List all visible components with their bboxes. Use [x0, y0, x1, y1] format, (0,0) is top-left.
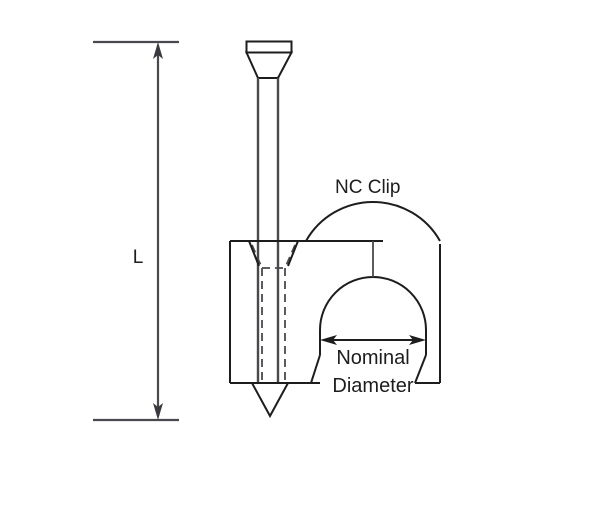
clip-inner-arc [319, 276, 427, 331]
nail [244, 40, 294, 419]
overall-length-dimension: L [93, 40, 179, 422]
clip-left-chamfer [310, 354, 321, 384]
clip-outer-arc [305, 201, 441, 242]
nail-head-cap [245, 40, 293, 54]
nail-head-taper [244, 51, 294, 79]
nc-clip-callout-label: NC Clip [335, 177, 400, 198]
nominal-diameter-label-line2: Diameter [332, 375, 413, 397]
hidden-nail-outline [251, 244, 296, 383]
clip-right-chamfer [414, 354, 427, 384]
nail-point [251, 382, 289, 419]
length-label: L [133, 247, 144, 268]
nail-clip-taper-right [287, 240, 299, 267]
nominal-diameter-dimension: Nominal Diameter [320, 335, 426, 397]
length-arrowhead-up [153, 42, 163, 59]
nominal-diameter-label-line1: Nominal [336, 347, 409, 369]
diameter-arrowhead-right [409, 335, 426, 345]
hidden-head-taper-right [284, 244, 296, 269]
nail-inside-clip-outline [248, 240, 299, 267]
nail-clip-taper-left [248, 240, 260, 267]
nc-clip-body [229, 201, 441, 384]
length-arrowhead-down [153, 403, 163, 420]
diameter-arrowhead-left [320, 335, 337, 345]
hidden-head-taper-left [251, 244, 263, 269]
